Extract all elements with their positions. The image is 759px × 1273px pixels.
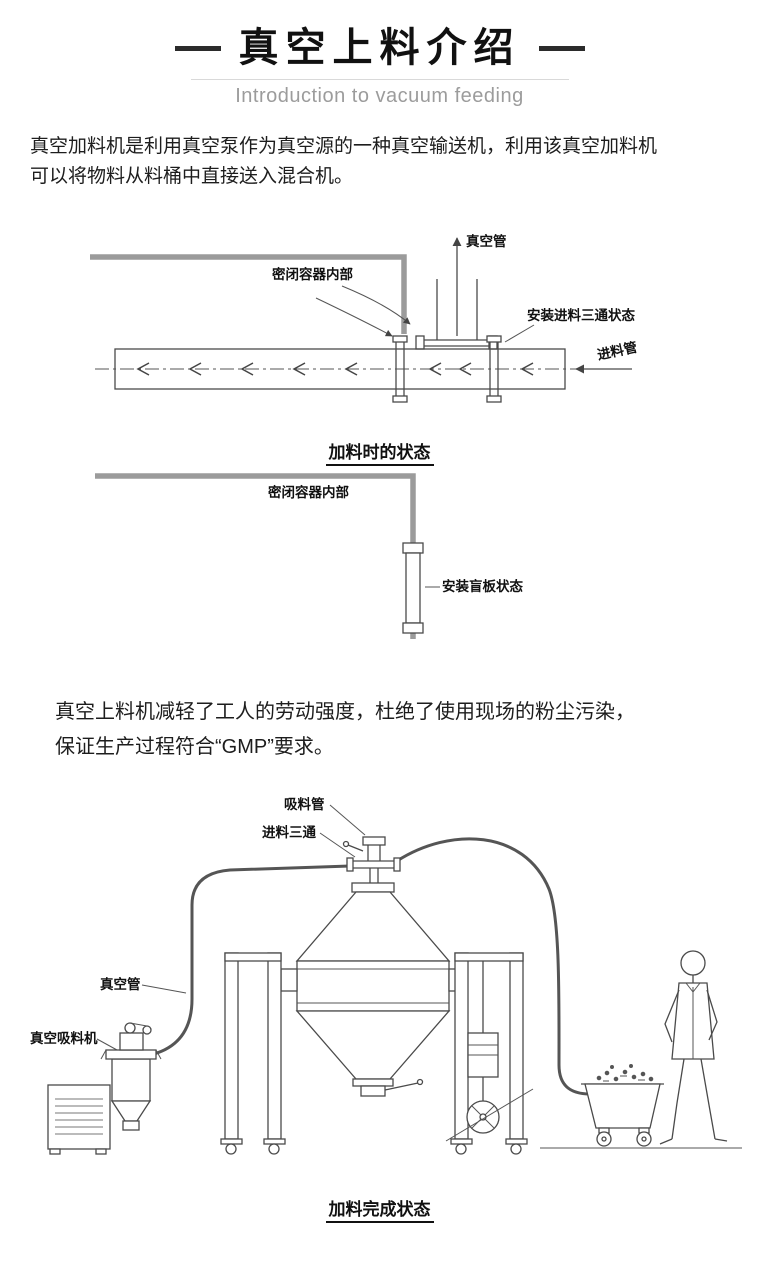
- title-line-left: [174, 45, 221, 51]
- leader-feed-tee-installed: [504, 324, 535, 343]
- page-title: 真空上料介绍: [238, 26, 521, 70]
- intro-paragraph-line1: 真空加料机是利用真空泵作为真空源的一种真空输送机，利用该真空加料机: [30, 136, 658, 157]
- benefit-paragraph: 真空上料机减轻了工人的劳动强度，杜绝了使用现场的粉尘污染， 保证生产过程符合“G…: [55, 695, 719, 765]
- diagram3-labels: 吸料管 进料三通 真空管 真空吸料机: [30, 796, 366, 1051]
- label-blind-plate-installed: 安装盲板状态: [442, 578, 523, 594]
- container-wall: [90, 254, 407, 335]
- label-feed-tee-installed: 安装进料三通状态: [527, 307, 635, 323]
- pipe-flange-left: [392, 335, 408, 403]
- intro-paragraph-line2: 可以将物料从料桶中直接送入混合机。: [30, 166, 354, 188]
- label-vacuum-pipe: 真空管: [466, 233, 507, 249]
- label-vacuum-pipe-3: 真空管: [100, 976, 141, 992]
- caption-complete-state: 加料完成状态: [0, 1195, 759, 1260]
- page-subtitle: Introduction to vacuum feeding: [235, 85, 524, 107]
- material-in-cart: [596, 1064, 654, 1082]
- flow-arrows: [136, 362, 534, 376]
- vacuum-feeder-machine: [47, 1022, 162, 1155]
- benefit-paragraph-line2: 保证生产过程符合“GMP”要求。: [55, 736, 334, 759]
- diagram-blind-plate: 密闭容器内部 安装盲板状态: [95, 473, 523, 640]
- label-feed-pipe: 进料管: [596, 339, 639, 363]
- pipes: [149, 837, 612, 1096]
- feed-pipe-body: [95, 348, 600, 390]
- blind-plate: [402, 542, 424, 634]
- title-line-right: [538, 45, 585, 51]
- feed-tee-assembly: [342, 836, 401, 884]
- support-frame-right: [445, 952, 534, 1155]
- diagram-feeding-state: 密闭容器内部 真空管: [90, 233, 639, 403]
- intro-paragraph: 真空加料机是利用真空泵作为真空源的一种真空输送机，利用该真空加料机 可以将物料从…: [30, 132, 727, 192]
- title-divider: [190, 79, 569, 80]
- support-frame-left: [220, 952, 286, 1155]
- vacuum-branch-pipe: [436, 237, 478, 341]
- double-cone-mixer: [280, 882, 466, 1097]
- label-sealed-container-interior: 密闭容器内部: [271, 266, 353, 282]
- diagram-complete-state: 吸料管 进料三通 真空管 真空吸料机: [30, 796, 742, 1155]
- worker-figure: [659, 950, 728, 1145]
- title-row: 真空上料介绍: [0, 26, 759, 70]
- pipe-flange-right: [486, 335, 502, 403]
- caption-feeding-state: 加料时的状态: [0, 438, 759, 467]
- label-feed-tee: 进料三通: [262, 824, 316, 840]
- material-cart: [581, 1064, 664, 1147]
- header: 真空上料介绍 Introduction to vacuum feeding: [0, 0, 759, 108]
- label-suction-pipe: 吸料管: [284, 796, 325, 812]
- label-sealed-container-interior-2: 密闭容器内部: [267, 484, 349, 500]
- tee-flange: [415, 335, 498, 350]
- container-wall-2: [95, 473, 416, 640]
- vacuum-pipe-run: [149, 864, 351, 1057]
- label-vacuum-feeder: 真空吸料机: [30, 1030, 98, 1046]
- benefit-paragraph-line1: 真空上料机减轻了工人的劳动强度，杜绝了使用现场的粉尘污染，: [55, 701, 635, 724]
- airflow-arrows: [315, 285, 411, 337]
- suction-pipe-run: [396, 837, 612, 1096]
